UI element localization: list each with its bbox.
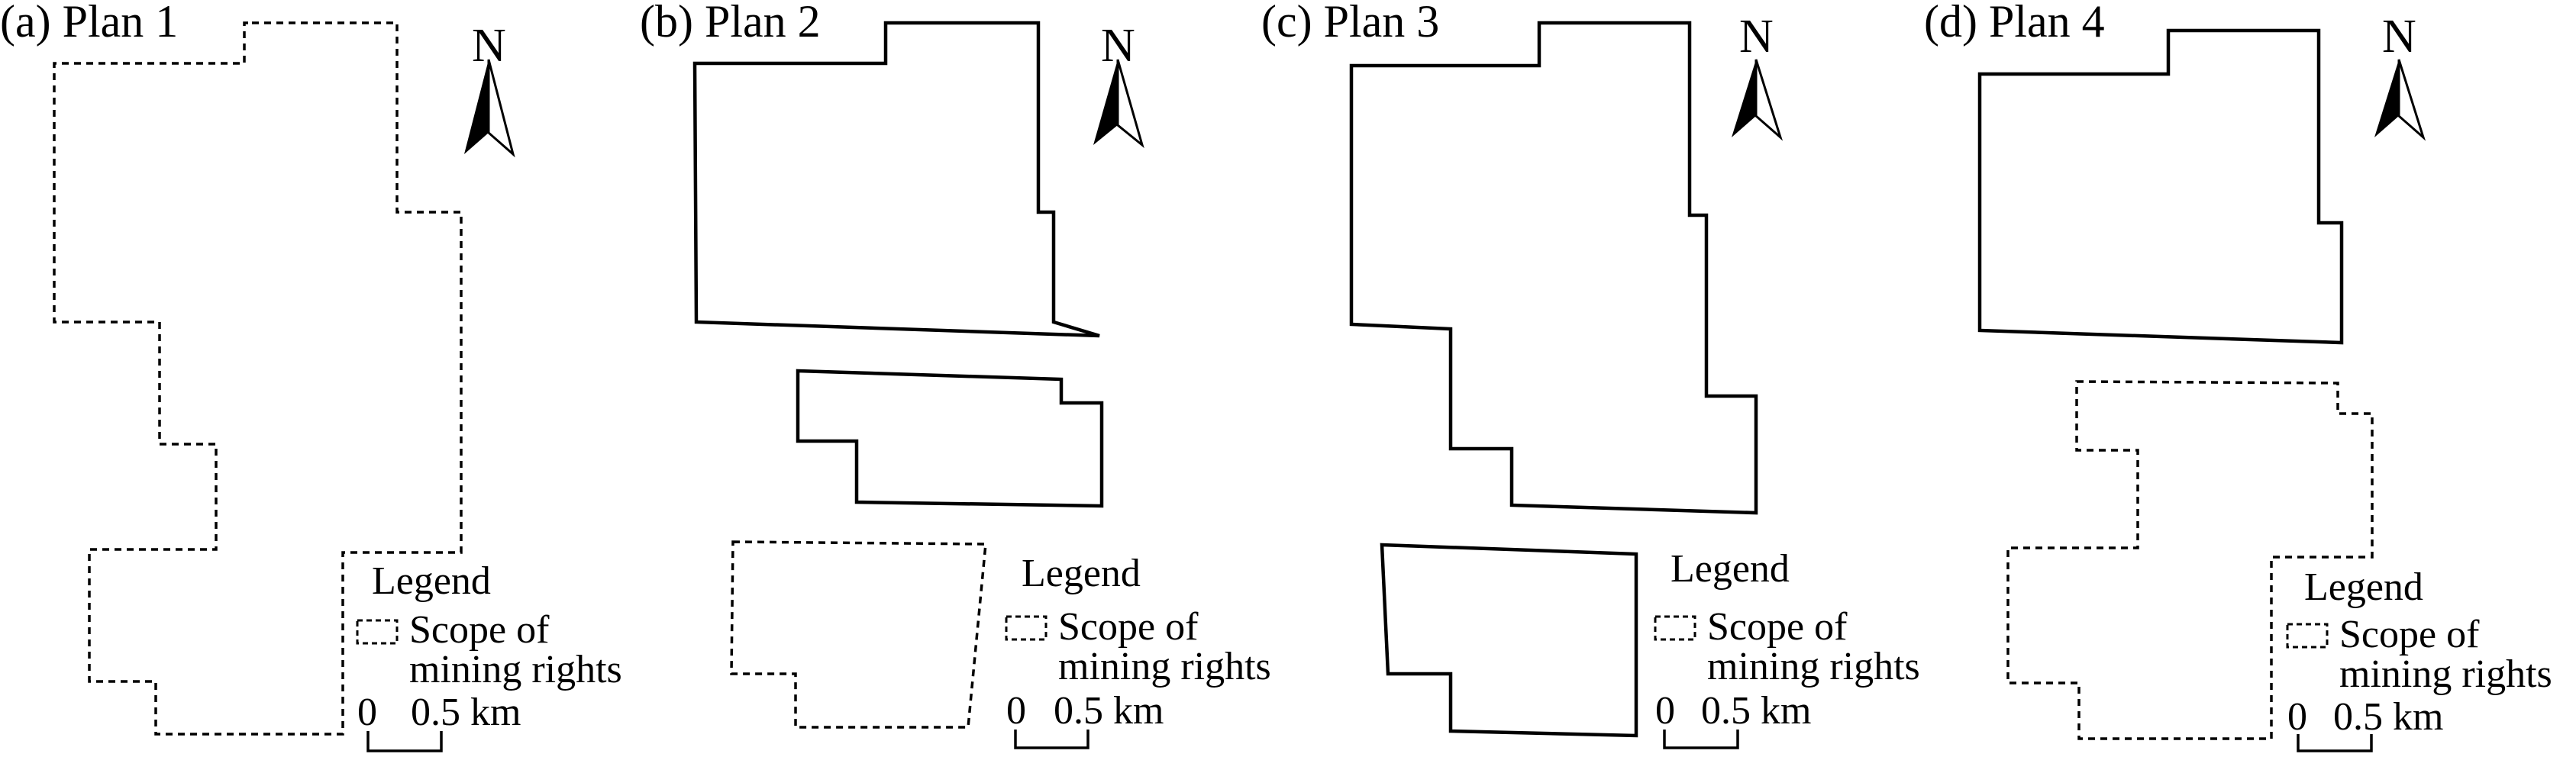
scale-value-label: 0.5 km [2333, 695, 2443, 739]
north-arrow-icon: N [1732, 11, 1784, 141]
north-label: N [1101, 20, 1135, 72]
legend-title: Legend [2304, 565, 2423, 609]
scale-value-label: 0.5 km [1701, 689, 1811, 733]
scale-zero-label: 0 [1006, 689, 1026, 733]
panel-title: (a) Plan 1 [0, 0, 178, 47]
legend-item-line1: Scope of [1707, 605, 1848, 649]
north-label: N [472, 20, 506, 72]
legend-swatch [356, 619, 399, 645]
scale-zero-label: 0 [2287, 695, 2307, 739]
panel-plan-4: (d) Plan 4 N Legend Scope of mining righ… [1924, 0, 2552, 752]
legend: Legend Scope of mining rights [1005, 552, 1271, 688]
scale-bar: 0 0.5 km [357, 691, 521, 752]
mining-block-1 [692, 21, 1100, 338]
scale-bar-line [2297, 734, 2373, 752]
legend-item-line2: mining rights [409, 648, 622, 691]
north-arrow-icon: N [464, 20, 515, 158]
legend-title: Legend [1671, 547, 1790, 591]
mining-block-2 [2006, 380, 2374, 740]
scale-bar-line [366, 731, 443, 752]
scale-zero-label: 0 [357, 691, 377, 734]
scale-value-label: 0.5 km [411, 691, 521, 734]
legend-item-line1: Scope of [1058, 605, 1199, 649]
panel-plan-3: (c) Plan 3 N Legend Scope of mining righ… [1261, 0, 1920, 749]
legend: Legend Scope of mining rights [1654, 547, 1920, 688]
legend-swatch [2286, 623, 2329, 649]
mining-block-2 [796, 369, 1104, 508]
panel-title: (d) Plan 4 [1924, 0, 2105, 47]
legend-swatch [1654, 615, 1696, 641]
scale-bar-line [1663, 730, 1739, 749]
mining-block-1 [1349, 21, 1758, 515]
scale-bar: 0 0.5 km [1655, 689, 1811, 749]
panel-plan-1: (a) Plan 1 N Legend Scope of mining righ… [0, 0, 622, 752]
scale-zero-label: 0 [1655, 689, 1675, 733]
legend-title: Legend [372, 559, 491, 603]
north-arrow-icon: N [2374, 11, 2426, 141]
scale-value-label: 0.5 km [1054, 689, 1164, 733]
scale-bar: 0 0.5 km [2287, 695, 2443, 752]
panel-title: (c) Plan 3 [1261, 0, 1439, 47]
legend-title: Legend [1022, 552, 1141, 595]
legend-item-line1: Scope of [409, 608, 550, 652]
legend-item-line2: mining rights [1707, 645, 1920, 688]
mining-block-1 [53, 21, 463, 736]
mining-block-1 [1977, 28, 2344, 345]
legend-item-line2: mining rights [2339, 652, 2552, 696]
scale-bar: 0 0.5 km [1006, 689, 1164, 749]
legend-item-line1: Scope of [2339, 613, 2480, 656]
legend: Legend Scope of mining rights [356, 559, 622, 691]
legend-swatch [1005, 615, 1048, 641]
legend: Legend Scope of mining rights [2286, 565, 2552, 696]
north-arrow-icon: N [1093, 20, 1144, 149]
panel-title: (b) Plan 2 [640, 0, 821, 47]
mining-block-2 [1380, 543, 1638, 738]
north-label: N [1739, 11, 1774, 63]
panel-plan-2: (b) Plan 2 N Legend Scope of mining righ… [640, 0, 1271, 749]
north-label: N [2382, 11, 2416, 63]
mining-block-3 [730, 540, 987, 729]
legend-item-line2: mining rights [1058, 645, 1271, 688]
scale-bar-line [1014, 730, 1089, 749]
